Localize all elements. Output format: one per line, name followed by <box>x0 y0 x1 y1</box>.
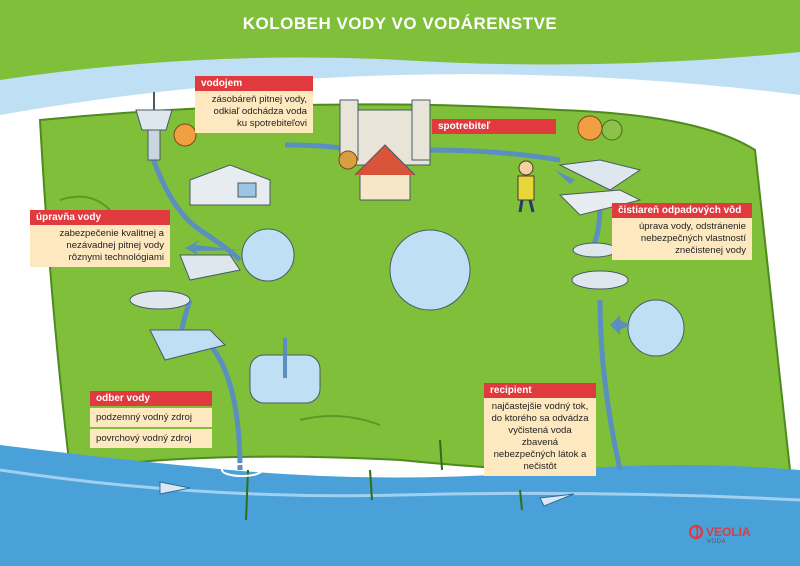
label-vodojem-heading: vodojem <box>195 76 313 91</box>
cloud <box>620 89 648 98</box>
label-odber-item: podzemný vodný zdroj <box>90 408 212 427</box>
groundwater-well-icon <box>249 338 321 404</box>
label-odber-item: povrchový vodný zdroj <box>90 429 212 448</box>
label-odber: odber vody podzemný vodný zdroj povrchov… <box>90 391 212 448</box>
veolia-logo: VEOLIA VODA <box>688 524 751 545</box>
intake-icon <box>221 463 263 477</box>
label-recipient-heading: recipient <box>484 383 596 398</box>
label-upravna-heading: úpravňa vody <box>30 210 170 225</box>
label-recipient: recipient najčastejšie vodný tok, do kto… <box>484 383 596 476</box>
label-spotrebitel-heading: spotrebiteľ <box>432 119 556 134</box>
treatment-building-icon <box>189 164 271 206</box>
water-tower-icon <box>135 92 173 161</box>
label-spotrebitel: spotrebiteľ <box>432 119 556 134</box>
fish-icon <box>539 493 575 507</box>
fish-icon <box>159 481 191 495</box>
bird-icon <box>454 95 478 104</box>
label-vodojem: vodojem zásobáreň pitnej vody, odkiaľ od… <box>195 76 313 133</box>
consumer-person-icon <box>517 160 535 213</box>
river-wave <box>0 468 800 502</box>
reeds-icon <box>245 439 523 521</box>
laboratory-circle-icon <box>241 228 685 357</box>
river <box>0 445 800 566</box>
label-cistiaren: čistiareň odpadových vôd úprava vody, od… <box>612 203 752 260</box>
wastewater-plant-icon <box>558 159 642 290</box>
top-band <box>0 0 800 80</box>
grass-detail <box>299 415 381 426</box>
label-upravna-text: zabezpečenie kvalitnej a nezávadnej pitn… <box>30 225 170 267</box>
label-odber-heading: odber vody <box>90 391 212 406</box>
label-cistiaren-heading: čistiareň odpadových vôd <box>612 203 752 218</box>
flow-arrow-icon <box>185 170 630 335</box>
label-recipient-text: najčastejšie vodný tok, do ktorého sa od… <box>484 398 596 476</box>
label-cistiaren-text: úprava vody, odstránenie nebezpečných vl… <box>612 218 752 260</box>
veolia-logo-icon <box>688 524 704 540</box>
tree-icon <box>173 115 623 170</box>
veolia-logo-name: VEOLIA <box>706 525 751 539</box>
castle-icon <box>339 99 431 201</box>
grass-detail <box>59 195 111 211</box>
page-title: KOLOBEH VODY VO VODÁRENSTVE <box>242 14 558 33</box>
settling-tank-icon <box>129 254 241 361</box>
veolia-logo-sub: VODA <box>707 539 727 545</box>
label-upravna: úpravňa vody zabezpečenie kvalitnej a ne… <box>30 210 170 267</box>
label-vodojem-text: zásobáreň pitnej vody, odkiaľ odchádza v… <box>195 91 313 133</box>
